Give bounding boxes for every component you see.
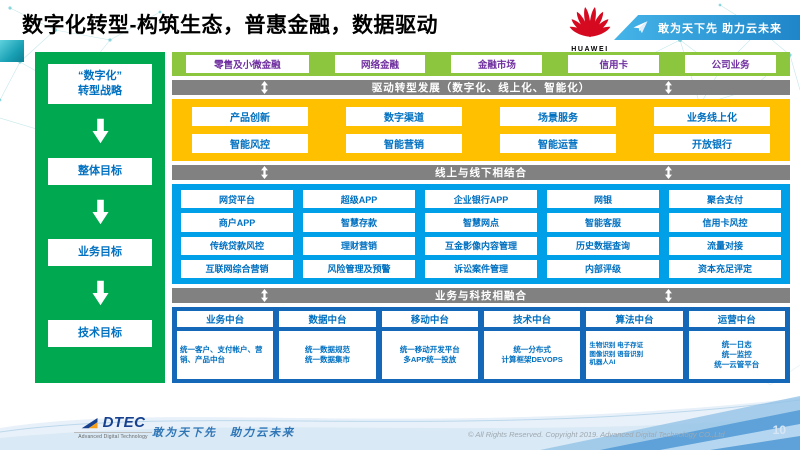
applications-band: 网贷平台 超级APP 企业银行APP 网银 聚合支付 商户APP 智慧存款 智慧… bbox=[172, 184, 790, 284]
application-box: 智慧存款 bbox=[303, 213, 415, 232]
double-arrow-icon bbox=[261, 289, 268, 302]
application-box: 网贷平台 bbox=[181, 190, 293, 209]
platform-column: 运营中台 统一日志 统一监控 统一云管平台 bbox=[688, 311, 785, 379]
application-box: 内部评级 bbox=[547, 259, 659, 278]
platform-column: 算法中台 生物识别 电子存证 图像识别 语音识别 机器人AI bbox=[586, 311, 683, 379]
double-arrow-icon bbox=[261, 166, 268, 179]
strategy-panel: “数字化” 转型战略 整体目标 业务目标 技术目标 bbox=[35, 52, 165, 383]
page-title: 数字化转型-构筑生态，普惠金融，数据驱动 bbox=[22, 14, 438, 37]
double-arrow-icon bbox=[261, 81, 268, 94]
huawei-flower-icon bbox=[569, 7, 611, 38]
platform-title: 数据中台 bbox=[279, 311, 376, 327]
slogan-banner: 敢为天下先 助力云未来 bbox=[614, 15, 800, 40]
business-line-box: 零售及小微金融 bbox=[186, 55, 309, 73]
tech-fusion-label: 业务与科技相融合 bbox=[435, 290, 527, 302]
business-line-box: 网络金融 bbox=[334, 55, 426, 73]
business-line-box: 金融市场 bbox=[451, 55, 543, 73]
capability-box: 开放银行 bbox=[654, 134, 770, 153]
drive-transformation-bar: 驱动转型发展（数字化、线上化、智能化） bbox=[172, 80, 790, 95]
architecture-diagram: 零售及小微金融 网络金融 金融市场 信用卡 公司业务 驱动转型发展（数字化、线上… bbox=[172, 52, 790, 383]
platform-title: 算法中台 bbox=[586, 311, 683, 327]
application-box: 互金影像内容管理 bbox=[425, 236, 537, 255]
paper-plane-icon bbox=[633, 21, 648, 34]
platform-title: 业务中台 bbox=[177, 311, 274, 327]
application-box: 智能客服 bbox=[547, 213, 659, 232]
business-lines-band: 零售及小微金融 网络金融 金融市场 信用卡 公司业务 bbox=[172, 52, 790, 76]
application-box: 商户APP bbox=[181, 213, 293, 232]
platform-column: 移动中台 统一移动开发平台 多APP统一投放 bbox=[381, 311, 478, 379]
huawei-wordmark: HUAWEI bbox=[571, 46, 609, 53]
down-arrow-icon bbox=[91, 280, 109, 306]
application-box: 超级APP bbox=[303, 190, 415, 209]
business-line-box: 公司业务 bbox=[685, 55, 777, 73]
strategy-item-business-goal: 业务目标 bbox=[48, 239, 152, 266]
application-box: 互联网综合营销 bbox=[181, 259, 293, 278]
down-arrow-icon bbox=[91, 199, 109, 225]
tech-fusion-bar: 业务与科技相融合 bbox=[172, 288, 790, 303]
capability-box: 智能运营 bbox=[500, 134, 616, 153]
huawei-logo: HUAWEI bbox=[566, 4, 614, 53]
platform-column: 业务中台 统一客户、支付帐户、营销、产品中台 bbox=[177, 311, 274, 379]
capability-box: 场景服务 bbox=[500, 107, 616, 126]
platform-title: 技术中台 bbox=[483, 311, 581, 327]
platform-content: 统一移动开发平台 多APP统一投放 bbox=[381, 331, 478, 379]
application-box: 信用卡风控 bbox=[669, 213, 781, 232]
online-offline-bar: 线上与线下相结合 bbox=[172, 165, 790, 180]
application-box: 网银 bbox=[547, 190, 659, 209]
platform-content: 统一分布式 计算框架DEVOPS bbox=[483, 331, 581, 379]
platform-column: 数据中台 统一数据规范 统一数据集市 bbox=[279, 311, 376, 379]
application-box: 流量对接 bbox=[669, 236, 781, 255]
application-box: 传统贷款风控 bbox=[181, 236, 293, 255]
application-box: 企业银行APP bbox=[425, 190, 537, 209]
banner-slogan-text: 敢为天下先 助力云未来 bbox=[657, 22, 783, 35]
dtec-logo-subtext: Advanced Digital Technology bbox=[74, 432, 152, 440]
online-offline-label: 线上与线下相结合 bbox=[435, 167, 527, 179]
capability-box: 业务线上化 bbox=[654, 107, 770, 126]
application-box: 理财营销 bbox=[303, 236, 415, 255]
capability-box: 数字渠道 bbox=[346, 107, 462, 126]
down-arrow-icon bbox=[91, 118, 109, 144]
platform-content: 统一数据规范 统一数据集市 bbox=[279, 331, 376, 379]
application-box: 诉讼案件管理 bbox=[425, 259, 537, 278]
capability-box: 智能营销 bbox=[346, 134, 462, 153]
strategy-item-digital-transformation: “数字化” 转型战略 bbox=[48, 64, 152, 104]
platform-content: 生物识别 电子存证 图像识别 语音识别 机器人AI bbox=[586, 331, 683, 379]
strategy-item-tech-goal: 技术目标 bbox=[48, 320, 152, 347]
title-accent-square bbox=[0, 40, 24, 62]
capabilities-band: 产品创新 数字渠道 场景服务 业务线上化 智能风控 智能营销 智能运营 开放银行 bbox=[172, 99, 790, 161]
platform-content: 统一日志 统一监控 统一云管平台 bbox=[688, 331, 785, 379]
dtec-arrow-icon bbox=[81, 418, 98, 429]
double-arrow-icon bbox=[665, 81, 672, 94]
application-box: 风险管理及预警 bbox=[303, 259, 415, 278]
strategy-item-overall-goal: 整体目标 bbox=[48, 158, 152, 185]
middle-platforms-band: 业务中台 统一客户、支付帐户、营销、产品中台 数据中台 统一数据规范 统一数据集… bbox=[172, 307, 790, 383]
drive-transformation-label: 驱动转型发展（数字化、线上化、智能化） bbox=[371, 82, 591, 94]
business-line-box: 信用卡 bbox=[568, 55, 660, 73]
platform-column: 技术中台 统一分布式 计算框架DEVOPS bbox=[483, 311, 581, 379]
dtec-wordmark: DTEC bbox=[102, 414, 146, 431]
capability-box: 智能风控 bbox=[192, 134, 308, 153]
copyright-text: © All Rights Reserved. Copyright 2019. A… bbox=[468, 430, 725, 439]
footer-slogan: 敢为天下先 助力云未来 bbox=[152, 427, 295, 439]
platform-title: 运营中台 bbox=[688, 311, 785, 327]
application-box: 智慧网点 bbox=[425, 213, 537, 232]
page-number: 10 bbox=[772, 423, 786, 437]
application-box: 聚合支付 bbox=[669, 190, 781, 209]
application-box: 资本充足评定 bbox=[669, 259, 781, 278]
application-box: 历史数据查询 bbox=[547, 236, 659, 255]
platform-content: 统一客户、支付帐户、营销、产品中台 bbox=[177, 331, 274, 379]
platform-title: 移动中台 bbox=[381, 311, 478, 327]
capability-box: 产品创新 bbox=[192, 107, 308, 126]
double-arrow-icon bbox=[665, 166, 672, 179]
double-arrow-icon bbox=[665, 289, 672, 302]
dtec-logo: DTEC Advanced Digital Technology bbox=[74, 414, 152, 440]
